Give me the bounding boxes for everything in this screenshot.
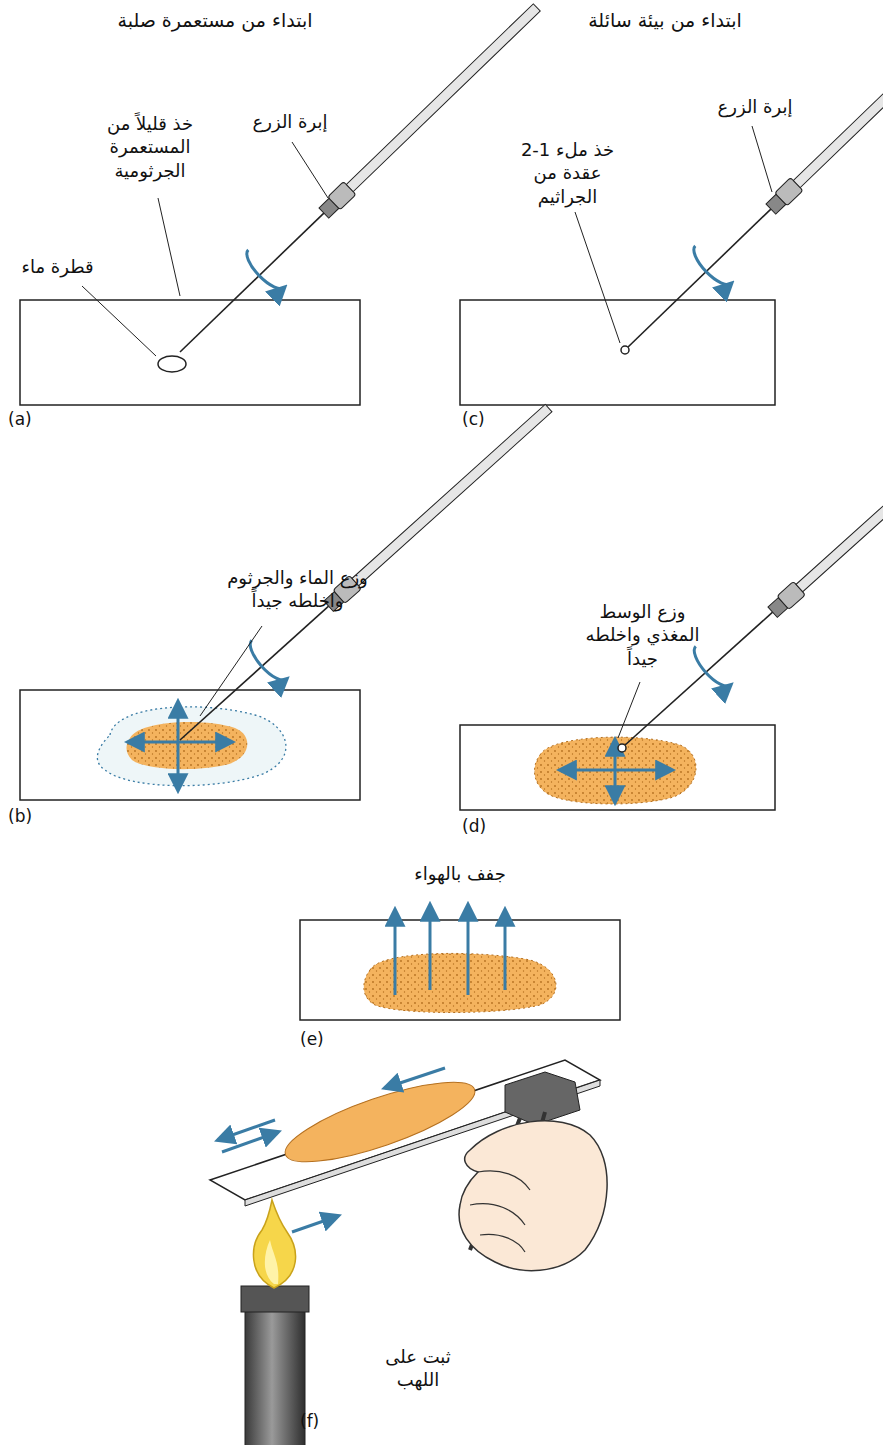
slide-a	[20, 300, 360, 405]
slide-c	[460, 300, 775, 405]
leader-line	[200, 626, 262, 716]
slide-d	[560, 769, 615, 772]
slide-b	[20, 690, 360, 800]
slide-b	[97, 707, 286, 786]
slide-e	[395, 905, 505, 995]
slide-b	[178, 741, 232, 744]
bunsen-burner	[241, 1286, 309, 1312]
step-label: إبرة الزرع	[225, 110, 355, 133]
bunsen-burner	[253, 1200, 295, 1288]
step-label: جفف بالهواء	[370, 862, 550, 885]
step-label: وزع الماء والجرثوم واخلطه جيداً	[210, 566, 385, 613]
panel-letter: (c)	[462, 408, 506, 430]
slide-e	[467, 905, 470, 995]
bunsen-burner	[241, 1200, 309, 1445]
panel-letter: (d)	[462, 815, 506, 837]
slide-e	[394, 910, 397, 995]
bunsen-burner	[265, 1240, 279, 1284]
motion-arrow	[218, 1068, 445, 1232]
slide-e	[429, 905, 432, 990]
step-label: ثبت على اللهب	[368, 1345, 468, 1392]
step-label: إبرة الزرع	[690, 95, 820, 118]
inoculating-needle	[609, 0, 883, 367]
leader-line	[618, 682, 640, 738]
slide-d	[614, 770, 617, 802]
inoculating-needle	[609, 0, 883, 367]
loop-tip	[621, 346, 629, 354]
slide-b	[128, 702, 232, 790]
slide-d	[460, 725, 775, 810]
panel-letter: (b)	[8, 805, 52, 827]
slide-c	[460, 300, 775, 405]
step-label: وزع الوسط المغذي واخلطه جيداً	[575, 600, 710, 670]
slide-b	[177, 742, 180, 790]
hand-with-forceps	[459, 1121, 607, 1271]
slide-e	[364, 953, 556, 1012]
loop-tip	[618, 744, 626, 752]
step-label: خذ قليلاً من المستعمرة الجرثومية	[85, 112, 215, 182]
slide-e	[504, 910, 507, 990]
motion-arrow	[222, 1132, 278, 1152]
leader-line	[752, 126, 772, 192]
slide-d	[535, 737, 696, 804]
slide-f	[278, 1067, 483, 1177]
slide-b	[177, 702, 180, 742]
step-label: قطرة ماء	[5, 255, 110, 278]
step-label: خذ ملء 1-2 عقدة من الجراثيم	[510, 138, 625, 208]
inoculating-needle	[607, 395, 883, 766]
slide-e	[300, 920, 620, 1020]
step-label: ابتداء من بيئة سائلة	[530, 8, 800, 33]
slide-d	[460, 725, 775, 810]
inoculating-needle	[163, 389, 566, 760]
motion-arrow	[292, 1216, 338, 1232]
leader-line	[158, 198, 180, 296]
leader-line	[82, 286, 156, 356]
panel-letter: (a)	[8, 408, 52, 430]
hand-with-forceps	[470, 1171, 530, 1252]
slide-e	[300, 905, 620, 1020]
slide-b	[128, 741, 178, 744]
panel-letter: (e)	[300, 1028, 344, 1050]
inoculating-needle	[607, 395, 883, 766]
slide-d	[615, 769, 672, 772]
hand-with-forceps	[459, 1072, 607, 1271]
step-label: ابتداء من مستعمرة صلبة	[80, 8, 350, 33]
panel-letter: (f)	[300, 1410, 344, 1432]
slide-a	[20, 300, 360, 405]
slide-b	[126, 722, 247, 769]
slide-b	[20, 690, 360, 800]
motion-arrow	[385, 1068, 445, 1088]
slide-a	[158, 356, 186, 372]
bunsen-burner	[245, 1290, 305, 1445]
slide-d	[560, 740, 672, 802]
leader-line	[575, 212, 620, 343]
leader-line	[292, 142, 328, 198]
slide-d	[614, 740, 617, 770]
inoculating-needle	[163, 389, 566, 760]
